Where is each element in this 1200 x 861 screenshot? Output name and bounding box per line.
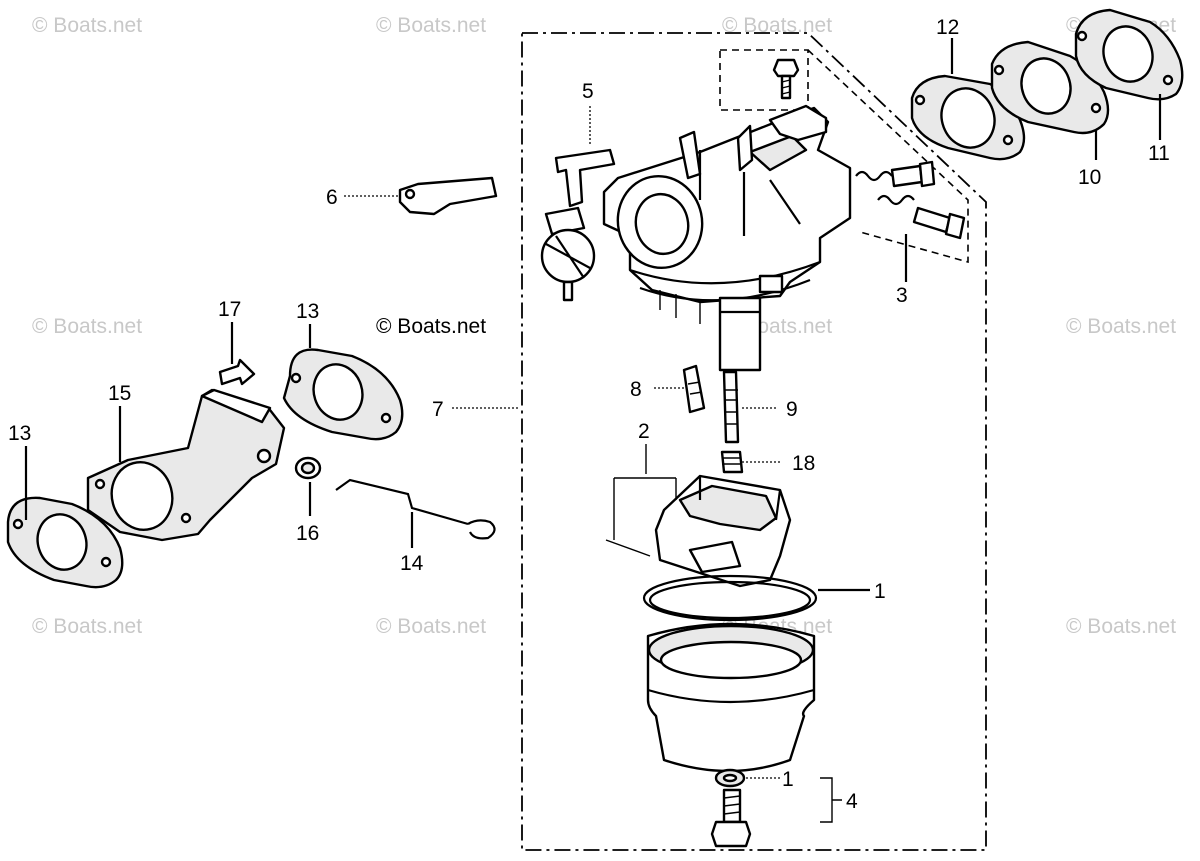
insulator-plate-15 (86, 388, 286, 542)
grommet-16 (294, 456, 322, 480)
float-bowl (646, 622, 816, 773)
callout-15: 15 (108, 382, 131, 405)
callout-1-bowl: 1 (782, 768, 794, 791)
callout-1: 1 (874, 580, 886, 603)
callout-9: 9 (786, 398, 798, 421)
gasket-13-left (6, 496, 124, 589)
callout-13-left: 13 (8, 422, 31, 445)
gasket-11 (1074, 8, 1184, 101)
choke-link-6 (398, 176, 498, 216)
watermark-text: © Boats.net (1066, 315, 1176, 338)
callout-16: 16 (296, 522, 319, 545)
jet-18 (720, 450, 744, 474)
choke-lever (540, 148, 616, 302)
callout-8: 8 (630, 378, 642, 401)
callout-10: 10 (1078, 166, 1101, 189)
leader-lines (24, 38, 1162, 823)
bowl-washer (714, 768, 746, 788)
callout-11: 11 (1148, 142, 1170, 165)
float (605, 474, 792, 588)
callout-6: 6 (326, 186, 338, 209)
callout-4: 4 (846, 790, 858, 813)
arrow-17 (218, 358, 256, 386)
watermark-text: © Boats.net (376, 615, 486, 638)
watermark-text: © Boats.net (1066, 615, 1176, 638)
watermark-text: © Boats.net (722, 14, 832, 37)
callout-13-mid: 13 (296, 300, 319, 323)
float-bowl-ring (642, 574, 818, 622)
callout-2: 2 (638, 420, 650, 443)
watermark-text: © Boats.net (32, 315, 142, 338)
pilot-screw-set (855, 160, 966, 240)
callout-3: 3 (896, 284, 908, 307)
center-credit: © Boats.net (376, 315, 486, 338)
callout-12: 12 (936, 16, 959, 39)
callout-17: 17 (218, 298, 241, 321)
callout-14: 14 (400, 552, 424, 575)
watermark-text: © Boats.net (32, 14, 142, 37)
main-jet-9 (722, 370, 740, 444)
callout-7: 7 (432, 398, 444, 421)
gasket-13-mid (282, 348, 404, 441)
watermark-text: © Boats.net (32, 615, 142, 638)
carburetor-body (602, 104, 852, 372)
callout-5: 5 (582, 80, 594, 103)
bowl-bolt (710, 788, 752, 848)
float-needle-8 (682, 364, 706, 414)
callouts: 5 6 7 8 9 18 2 1 1 4 3 12 10 11 17 13 15… (8, 16, 1170, 813)
screw-top (772, 58, 800, 100)
watermark-text: © Boats.net (376, 14, 486, 37)
choke-rod-14 (335, 478, 496, 540)
callout-18: 18 (792, 452, 815, 475)
